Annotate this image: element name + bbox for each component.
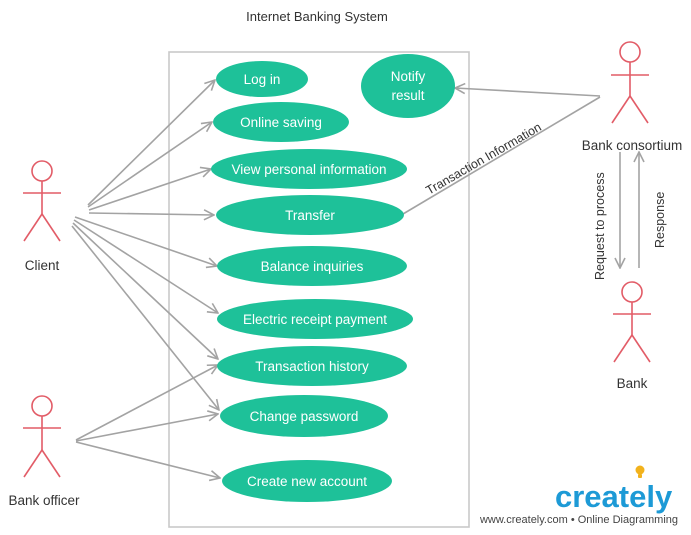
footer-url: www.creately.com • Online Diagramming — [479, 514, 678, 526]
use-case-view-info[interactable]: View personal information — [211, 149, 407, 189]
assoc-client-view-info — [88, 169, 211, 211]
use-case-balance-inquiries[interactable]: Balance inquiries — [217, 246, 407, 286]
use-case-notify-result[interactable]: Notify result — [361, 54, 455, 118]
bank-officer-actor-label: Bank officer — [8, 493, 80, 508]
diagram-title: Internet Banking System — [246, 9, 388, 24]
use-case-create-new-account-label: Create new account — [247, 474, 367, 489]
bank-consortium-actor-label: Bank consortium — [582, 138, 683, 153]
use-case-balance-inquiries-label: Balance inquiries — [261, 259, 364, 274]
use-case-login[interactable]: Log in — [216, 61, 308, 97]
use-case-view-info-label: View personal information — [231, 162, 386, 177]
use-case-create-new-account[interactable]: Create new account — [222, 460, 392, 502]
officer-associations — [75, 365, 220, 478]
use-case-electric-receipt-payment[interactable]: Electric receipt payment — [217, 299, 413, 339]
bank-consortium-actor-icon — [611, 41, 649, 124]
use-case-change-password-label: Change password — [250, 409, 359, 424]
client-actor-icon — [23, 160, 61, 242]
brand-wordmark: creately — [555, 479, 673, 514]
assoc-client-balance — [74, 216, 217, 266]
assoc-client-transfer — [88, 213, 214, 215]
assoc-client-login — [87, 80, 215, 206]
use-case-login-label: Log in — [244, 72, 281, 87]
assoc-client-transaction-history — [72, 222, 218, 359]
response-label: Response — [653, 192, 667, 248]
bank-officer-actor-icon — [23, 395, 61, 478]
system-boundary — [168, 51, 470, 528]
assoc-client-change-password — [71, 225, 219, 410]
use-case-notify-label-line2: result — [391, 88, 424, 103]
assoc-client-online-saving — [87, 122, 212, 208]
assoc-officer-change-password — [75, 414, 218, 442]
lightbulb-icon — [635, 465, 645, 475]
use-case-transaction-history[interactable]: Transaction history — [217, 346, 407, 386]
bank-actor-icon — [613, 281, 651, 363]
use-case-transfer-label: Transfer — [285, 208, 335, 223]
bank-actor-label: Bank — [617, 376, 648, 391]
assoc-officer-transaction-history — [75, 365, 218, 441]
use-case-transfer[interactable]: Transfer — [216, 195, 404, 235]
request-to-process-label: Request to process — [593, 172, 607, 280]
use-case-online-saving[interactable]: Online saving — [213, 102, 349, 142]
use-case-transaction-history-label: Transaction history — [255, 359, 369, 374]
use-case-change-password[interactable]: Change password — [220, 395, 388, 437]
use-case-online-saving-label: Online saving — [240, 115, 322, 130]
assoc-client-electric-receipt — [73, 219, 218, 313]
use-case-electric-receipt-payment-label: Electric receipt payment — [243, 312, 387, 327]
use-case-notify-label-line1: Notify — [391, 69, 426, 84]
assoc-officer-create-account — [75, 441, 220, 478]
client-associations — [71, 80, 219, 410]
creately-logo: creately — [555, 465, 673, 514]
transaction-information-label: Transaction Information — [424, 120, 544, 198]
assoc-transfer-consortium — [402, 96, 601, 215]
assoc-consortium-notify — [455, 88, 601, 97]
client-actor-label: Client — [25, 258, 60, 273]
